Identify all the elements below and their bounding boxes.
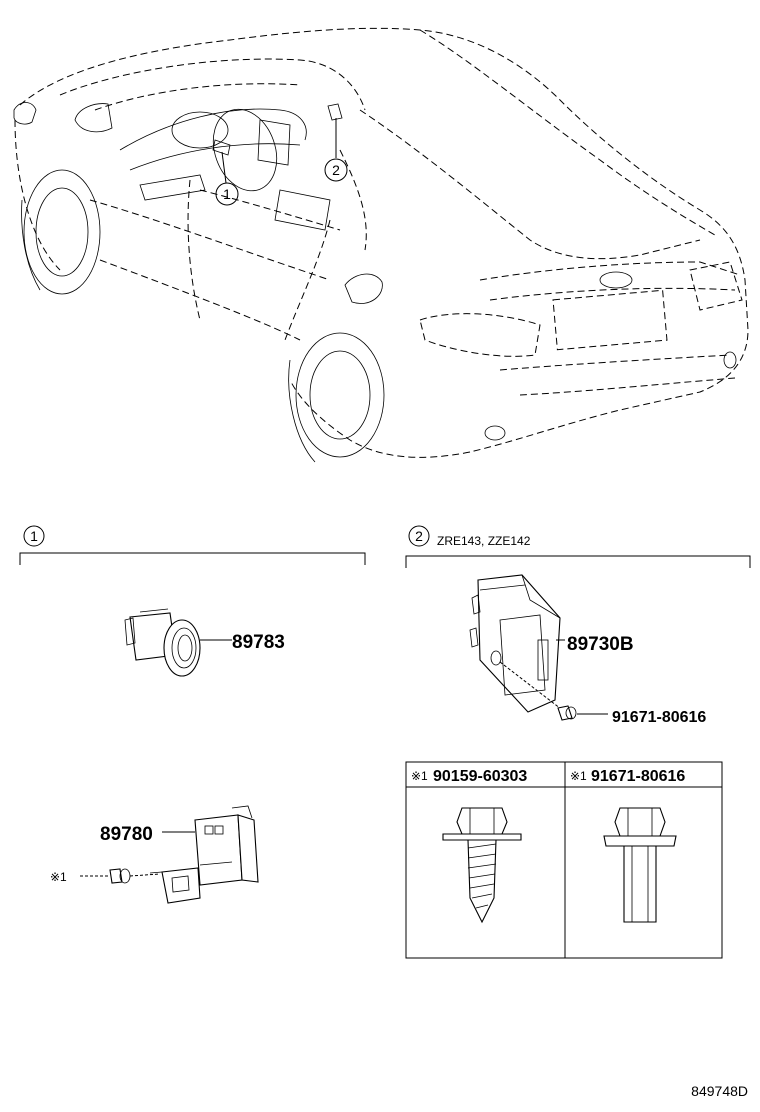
section-1-bracket	[19, 552, 366, 565]
svg-text:1: 1	[223, 186, 231, 202]
part-number-89730B: 89730B	[567, 634, 634, 655]
section-2: 2 ZRE143, ZZE142 89730B 91671-80616	[405, 525, 751, 726]
section-2-marker	[408, 525, 430, 547]
svg-text:※1: ※1	[411, 769, 428, 783]
part-91671-80616-drawing	[557, 705, 608, 721]
table-part-91671-80616: 91671-80616	[591, 768, 685, 785]
callout-2: 2	[324, 158, 348, 182]
section-2-bracket	[405, 555, 751, 568]
section-1-marker	[23, 525, 45, 547]
svg-text:2: 2	[332, 162, 340, 178]
tapping-screw-drawing	[442, 807, 522, 924]
part-number-89780: 89780	[100, 824, 153, 845]
callout-1: 1	[215, 182, 239, 206]
model-codes: ZRE143, ZZE142	[437, 534, 531, 548]
part-89783-drawing	[124, 608, 232, 677]
fastener-table: ※1 90159-60303 ※1 91671-80616	[405, 761, 723, 959]
car-illustration	[13, 27, 749, 463]
table-part-90159-60303: 90159-60303	[433, 768, 527, 785]
svg-text:※1: ※1	[570, 769, 587, 783]
screw-note-1: ※1	[50, 868, 161, 884]
part-number-89783: 89783	[232, 632, 285, 653]
diagram-reference-code: 849748D	[691, 1083, 748, 1099]
section-1: 1 89783 89780 ※1	[19, 525, 366, 904]
svg-text:※1: ※1	[50, 870, 67, 884]
part-89780-drawing	[149, 805, 259, 904]
part-89730B-drawing	[469, 574, 566, 713]
svg-text:2: 2	[415, 528, 423, 544]
svg-text:1: 1	[30, 528, 38, 544]
part-number-91671-80616: 91671-80616	[612, 709, 706, 726]
flange-bolt-drawing	[603, 807, 677, 923]
